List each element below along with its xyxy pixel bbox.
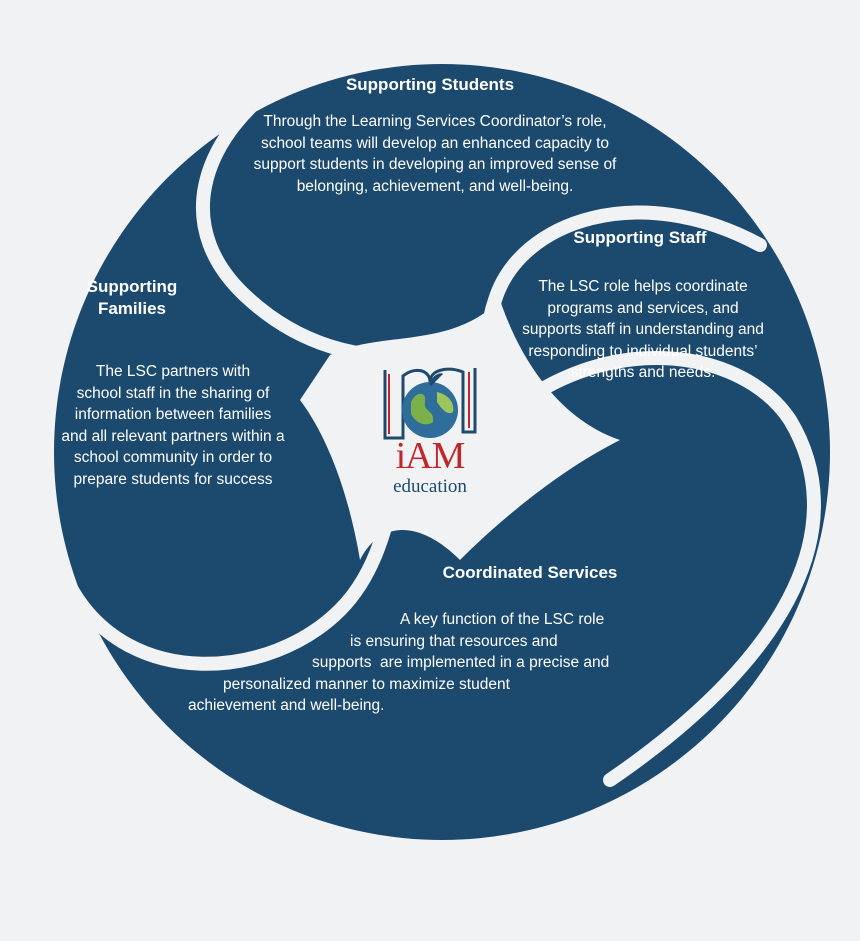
text-line: supports staff in understanding and: [522, 321, 764, 338]
text-line: The LSC partners with: [95, 363, 251, 380]
text-line: programs and services, and: [547, 299, 739, 317]
text-line: Through the Learning Services Coordinato…: [263, 113, 607, 130]
title-supporting-staff: Supporting Staff: [573, 228, 707, 247]
text-supporting-families: The LSC partners with school staff in th…: [28, 361, 318, 490]
text-supporting-staff: The LSC role helps coordinate programs a…: [498, 276, 788, 384]
text-line: belonging, achievement, and well-being.: [296, 177, 574, 195]
text-coordinated-services: A key function of the LSC role is ensuri…: [150, 609, 680, 717]
text-line: strengths and needs.: [570, 364, 716, 381]
center-area: [300, 300, 620, 560]
text-line: The LSC role helps coordinate: [538, 278, 748, 295]
title-coordinated-services: Coordinated Services: [442, 563, 618, 582]
text-line: is ensuring that resources and: [350, 632, 558, 650]
book-globe-icon: [383, 367, 477, 440]
text-line: personalized manner to maximize student: [223, 675, 510, 693]
iam-education-logo: iAM education: [375, 362, 485, 507]
title-supporting-students: Supporting Students: [345, 75, 515, 94]
text-line: school community in order to: [73, 449, 273, 466]
text-line: A key function of the LSC role: [400, 611, 605, 628]
text-line: school teams will develop an enhanced ca…: [260, 134, 610, 152]
text-line: support students in developing an improv…: [253, 156, 617, 173]
text-line: school staff in the sharing of: [76, 384, 270, 402]
text-line: achievement and well-being.: [188, 697, 385, 714]
title-line: Families: [97, 299, 167, 318]
swirl-gap-bottom: [493, 351, 821, 787]
title-line: Supporting: [86, 277, 178, 296]
title-supporting-families: Supporting Families: [62, 276, 202, 320]
text-line: and all relevant partners within a: [61, 427, 285, 445]
text-line: supports are implemented in a precise an…: [312, 654, 610, 671]
text-supporting-students: Through the Learning Services Coordinato…: [215, 111, 655, 197]
text-line: responding to individual students’: [528, 342, 758, 360]
text-line: prepare students for success: [73, 470, 273, 488]
logo-subtitle: education: [393, 476, 467, 497]
text-line: information between families: [74, 406, 272, 423]
logo-wordmark: iAM: [395, 435, 466, 477]
